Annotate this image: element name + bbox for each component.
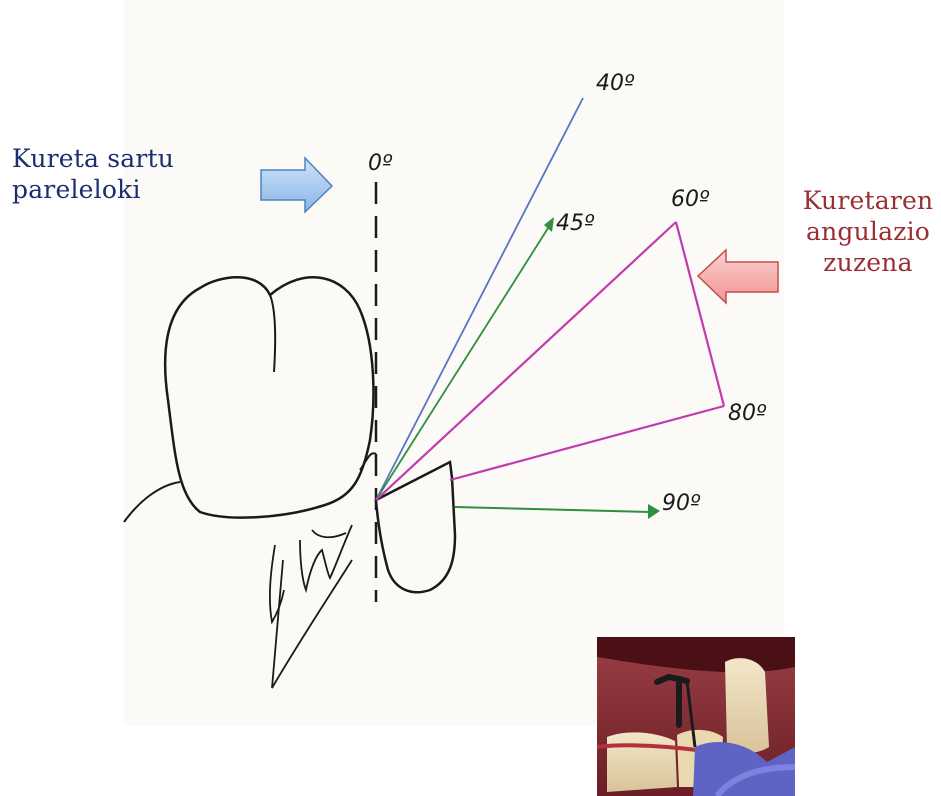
angle-line-80	[450, 406, 724, 480]
gum-line	[124, 453, 376, 522]
signature	[270, 525, 352, 688]
angle-label-0: 0º	[368, 151, 393, 176]
angle-label-90: 90º	[662, 491, 701, 516]
left-arrow-icon	[698, 250, 778, 303]
arrowhead-45	[544, 217, 554, 232]
angle-label-45: 45º	[556, 211, 595, 236]
right-arrow-icon	[261, 158, 332, 212]
angle-label-60: 60º	[671, 187, 710, 212]
angle-line-90	[455, 507, 650, 512]
angle-line-60-to-80	[676, 222, 724, 406]
angle-line-40	[376, 98, 583, 500]
arrowhead-90	[648, 504, 660, 519]
clinical-photo-curette	[597, 637, 795, 796]
angle-label-80: 80º	[728, 401, 767, 426]
tooth-fissure	[270, 295, 275, 372]
tooth-crown	[165, 277, 373, 517]
angle-label-40: 40º	[596, 71, 635, 96]
